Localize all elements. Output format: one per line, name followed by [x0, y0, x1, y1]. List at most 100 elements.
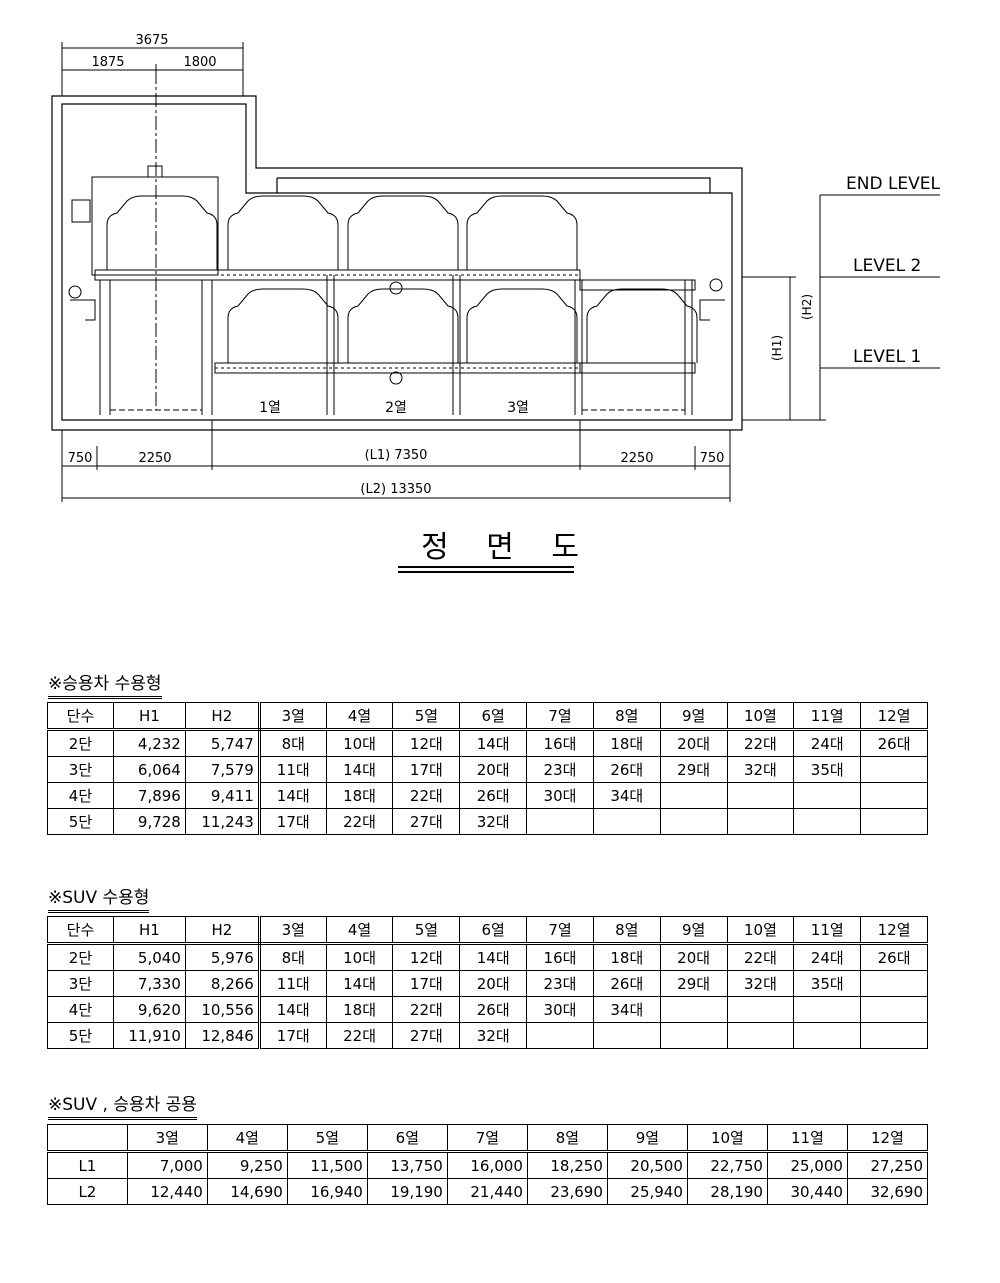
- table-cell: 22,750: [686, 1151, 768, 1179]
- dim-3675: 3675: [135, 33, 168, 48]
- table-header-cell: 8열: [592, 702, 661, 731]
- table-cell: 30대: [526, 782, 594, 809]
- table-header-cell: 4열: [325, 916, 394, 945]
- table-cell: 3단: [47, 970, 114, 997]
- table-cell: [726, 1022, 795, 1049]
- table-cell: 32,690: [846, 1178, 929, 1205]
- table-cell: 14,690: [206, 1178, 288, 1205]
- table-cell: 18대: [325, 996, 394, 1023]
- table-header-cell: 10열: [726, 916, 795, 945]
- level-2-label: LEVEL 2: [853, 256, 921, 276]
- dim-l1: (L1) 7350: [365, 448, 428, 463]
- table-cell: 10대: [325, 943, 394, 971]
- table-header-cell: 5열: [286, 1124, 368, 1153]
- table-cell: [860, 808, 928, 835]
- table-cell: 26대: [860, 943, 928, 971]
- table-header-cell: 3열: [126, 1124, 208, 1153]
- table-cell: 5,040: [112, 943, 186, 971]
- front-view-drawing: 3675 1875 1800: [51, 33, 941, 502]
- table-cell: [860, 970, 928, 997]
- table-cell: [860, 1022, 928, 1049]
- table-header-cell: 6열: [459, 916, 528, 945]
- dim-750-left: 750: [68, 451, 93, 466]
- table-header-cell: 12열: [846, 1124, 929, 1153]
- dim-750-right: 750: [700, 451, 725, 466]
- table-cell: [659, 782, 728, 809]
- table-cell: [726, 782, 795, 809]
- table-header-cell: 12열: [860, 916, 928, 945]
- upper-cars: [106, 195, 578, 270]
- table-header-cell: H2: [184, 702, 261, 731]
- dim-1875: 1875: [91, 55, 124, 70]
- dim-l2: (L2) 13350: [360, 482, 431, 497]
- table-cell: 5,747: [184, 729, 261, 757]
- table-header-cell: 7열: [526, 916, 594, 945]
- table-cell: 27,250: [846, 1151, 929, 1179]
- table-header-cell: 11열: [766, 1124, 848, 1153]
- table-cell: L1: [47, 1151, 128, 1179]
- table-cell: 20대: [459, 756, 528, 783]
- table-cell: 26대: [592, 970, 661, 997]
- table-cell: 34대: [592, 782, 661, 809]
- table-cell: 11대: [258, 970, 327, 997]
- table-cell: 18대: [325, 782, 394, 809]
- table-cell: [793, 808, 862, 835]
- end-level-label: END LEVEL: [846, 174, 941, 194]
- table-cell: [860, 996, 928, 1023]
- table-cell: 23,690: [526, 1178, 608, 1205]
- table-cell: 24대: [793, 943, 862, 971]
- table-cell: 26대: [592, 756, 661, 783]
- table-cell: 12대: [392, 729, 461, 757]
- table-header-cell: 7열: [446, 1124, 528, 1153]
- table-cell: 4단: [47, 782, 114, 809]
- table-cell: 35대: [793, 756, 862, 783]
- table-cell: 21,440: [446, 1178, 528, 1205]
- table-cell: 26대: [860, 729, 928, 757]
- row-label-2: 2열: [385, 400, 407, 416]
- table-header-cell: 10열: [686, 1124, 768, 1153]
- table-cell: 25,940: [606, 1178, 688, 1205]
- table-cell: 23대: [526, 970, 594, 997]
- table-cell: 3단: [47, 756, 114, 783]
- table-header-cell: 5열: [392, 916, 461, 945]
- table2-title: ※SUV 수용형: [48, 883, 150, 913]
- level-1-label: LEVEL 1: [853, 347, 921, 367]
- table-cell: 11,500: [286, 1151, 368, 1179]
- table-cell: [592, 1022, 661, 1049]
- table-cell: 25,000: [766, 1151, 848, 1179]
- table-cell: 14대: [459, 729, 528, 757]
- table-cell: 13,750: [366, 1151, 448, 1179]
- table-header-cell: 4열: [325, 702, 394, 731]
- level-markers: END LEVEL LEVEL 2 LEVEL 1 (H1) (H2): [742, 174, 941, 421]
- table-cell: 29대: [659, 756, 728, 783]
- table-cell: 27대: [392, 808, 461, 835]
- table-cell: 5,976: [184, 943, 261, 971]
- table-cell: 7,000: [126, 1151, 208, 1179]
- table-cell: 20대: [659, 943, 728, 971]
- table-cell: [592, 808, 661, 835]
- table-cell: [860, 756, 928, 783]
- table-cell: 22대: [392, 782, 461, 809]
- bottom-dimensions: 750 2250 (L1) 7350 2250 750 (L2) 13350: [61, 420, 731, 502]
- table-cell: 16,940: [286, 1178, 368, 1205]
- table-header-cell: 10열: [726, 702, 795, 731]
- h1-label: (H1): [770, 335, 784, 361]
- table-cell: 32대: [459, 808, 528, 835]
- table-cell: 12대: [392, 943, 461, 971]
- table-cell: [526, 808, 594, 835]
- table-cell: 16,000: [446, 1151, 528, 1179]
- table-header-cell: 5열: [392, 702, 461, 731]
- table-cell: 6,064: [112, 756, 186, 783]
- table-cell: 32대: [459, 1022, 528, 1049]
- view-title: 정 면 도: [421, 530, 593, 565]
- table-cell: 29대: [659, 970, 728, 997]
- table-header-cell: 6열: [366, 1124, 448, 1153]
- table-cell: 22대: [325, 808, 394, 835]
